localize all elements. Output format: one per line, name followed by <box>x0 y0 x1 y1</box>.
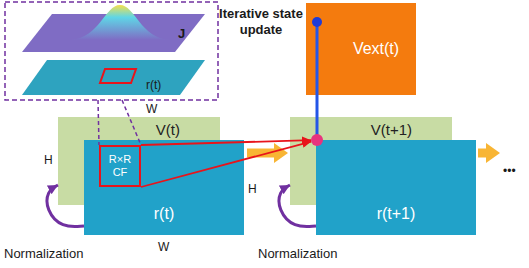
gaussian-kernel <box>70 5 170 40</box>
update-dot <box>311 134 323 146</box>
zoom-frame <box>5 2 218 100</box>
normalization-arrow <box>47 185 84 227</box>
dimension-label: H <box>248 182 257 196</box>
process-label: Normalization <box>258 246 337 262</box>
continuation-arrow <box>478 149 486 158</box>
node-text: r(t) <box>154 205 174 223</box>
response-sheet: r(t+1) <box>316 140 476 235</box>
ellipsis-mark: ••• <box>503 164 516 178</box>
input-line <box>316 22 319 140</box>
external-input-box: Vext(t) <box>306 3 416 95</box>
receptive-field-arrow <box>141 140 311 145</box>
process-label: Normalization <box>4 246 83 262</box>
node-text: Vext(t) <box>353 40 399 58</box>
receptive-field-marker <box>100 69 136 83</box>
input-dot <box>312 17 322 27</box>
response-plane <box>22 60 205 95</box>
response-sheet: r(t) R×R CF <box>84 140 244 235</box>
plane-label: r(t) <box>146 78 161 92</box>
node-text: V(t) <box>156 121 180 138</box>
section-heading: Iterative state update <box>216 6 306 37</box>
zoom-line <box>122 100 141 145</box>
receptive-field-box: R×R CF <box>99 145 141 187</box>
kernel-label: J <box>178 26 185 42</box>
dimension-label: H <box>44 153 53 167</box>
node-text: V(t+1) <box>371 121 412 138</box>
zoom-line <box>98 100 99 145</box>
dimension-label: W <box>158 240 169 254</box>
node-text: r(t+1) <box>377 205 416 223</box>
node-text: R×R CF <box>107 153 133 178</box>
receptive-field-arrow <box>141 142 311 187</box>
normalization-arrow <box>279 185 316 227</box>
dimension-label: W <box>146 102 157 116</box>
